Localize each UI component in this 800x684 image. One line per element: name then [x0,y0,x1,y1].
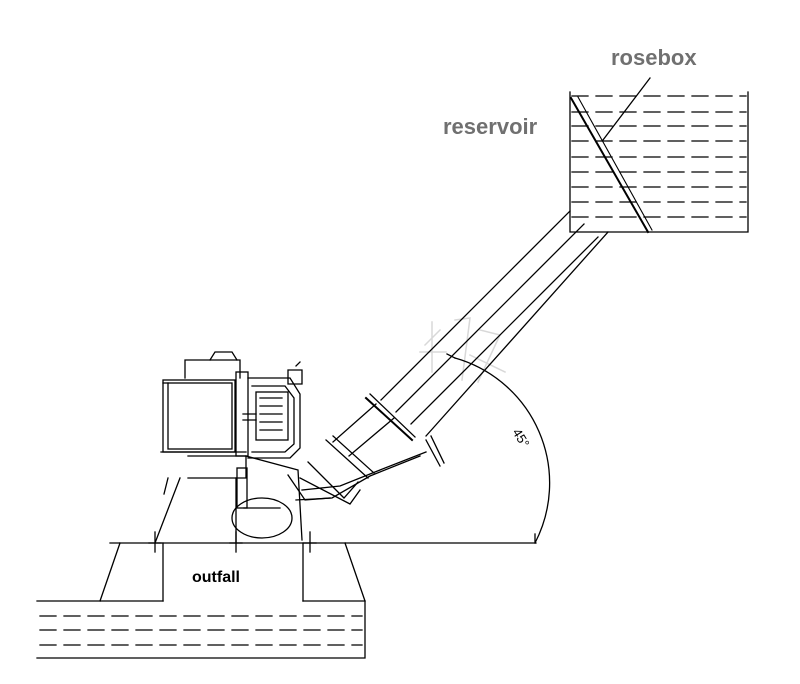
rosebox-label: rosebox [611,45,697,70]
outfall-label: outfall [192,569,240,586]
angle-label: 45° [509,426,532,451]
mounting-bolts [148,531,317,553]
reservoir-tank [569,91,749,234]
reservoir-label: reservoir [443,114,538,139]
pump-motor [160,351,303,459]
rosebox-leader [602,77,651,141]
foundation [99,542,366,602]
pump-body [154,455,303,544]
angle-indicator [446,353,551,544]
pipe-flange [287,393,445,505]
outfall-tank [36,600,366,659]
discharge-pipe [380,210,609,437]
